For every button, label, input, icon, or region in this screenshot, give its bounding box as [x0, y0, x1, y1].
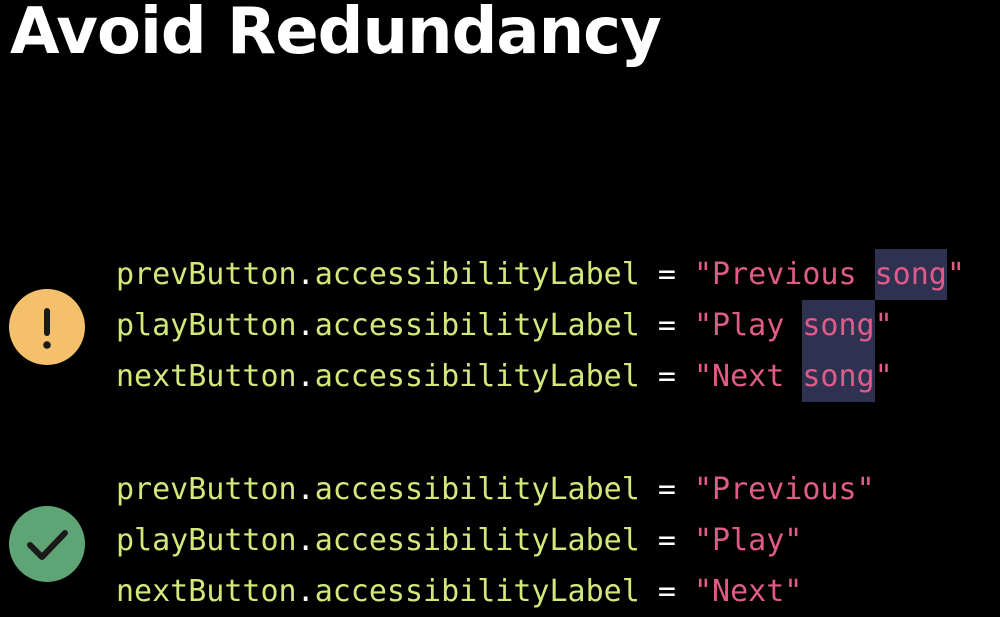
- code-object: prevButton: [116, 472, 297, 507]
- code-string: "Play": [693, 523, 803, 558]
- checkmark-icon: [9, 506, 85, 582]
- slide-title: Avoid Redundancy: [10, 0, 662, 69]
- redundant-word-highlight: song: [802, 351, 875, 402]
- code-property: accessibilityLabel: [314, 257, 640, 292]
- code-dot: .: [296, 472, 315, 507]
- code-dot: .: [296, 574, 315, 609]
- code-dot: .: [296, 257, 315, 292]
- code-dot: .: [296, 308, 315, 343]
- code-property: accessibilityLabel: [314, 523, 640, 558]
- code-string: "Previous": [693, 472, 875, 507]
- code-operator: =: [657, 472, 676, 507]
- code-object: prevButton: [116, 257, 297, 292]
- code-operator: =: [657, 523, 676, 558]
- code-string: "Play: [693, 308, 803, 343]
- code-object: playButton: [116, 308, 297, 343]
- code-string: "Previous: [693, 257, 875, 292]
- exclamation-glyph: [43, 308, 51, 349]
- redundant-word-highlight: song: [802, 300, 875, 351]
- concise-code-example: prevButton.accessibilityLabel = "Previou…: [116, 464, 875, 617]
- code-line: nextButton.accessibilityLabel = "Next": [116, 566, 875, 617]
- redundant-word-highlight: song: [874, 249, 947, 300]
- code-operator: =: [657, 308, 676, 343]
- code-line: prevButton.accessibilityLabel = "Previou…: [116, 464, 875, 515]
- code-string-end: ": [946, 257, 965, 292]
- code-operator: =: [657, 257, 676, 292]
- code-operator: =: [657, 359, 676, 394]
- code-operator: =: [657, 574, 676, 609]
- code-line: playButton.accessibilityLabel = "Play so…: [116, 300, 965, 351]
- code-property: accessibilityLabel: [314, 308, 640, 343]
- code-line: prevButton.accessibilityLabel = "Previou…: [116, 249, 965, 300]
- code-dot: .: [296, 523, 315, 558]
- code-string: "Next: [693, 359, 803, 394]
- code-line: nextButton.accessibilityLabel = "Next so…: [116, 351, 965, 402]
- code-object: nextButton: [116, 574, 297, 609]
- exclamation-icon: [9, 289, 85, 365]
- redundant-code-example: prevButton.accessibilityLabel = "Previou…: [116, 249, 965, 402]
- checkmark-glyph: [27, 530, 68, 560]
- code-string: "Next": [693, 574, 803, 609]
- code-property: accessibilityLabel: [314, 359, 640, 394]
- code-object: nextButton: [116, 359, 297, 394]
- code-object: playButton: [116, 523, 297, 558]
- code-string-end: ": [874, 359, 893, 394]
- code-property: accessibilityLabel: [314, 574, 640, 609]
- code-string-end: ": [874, 308, 893, 343]
- code-line: playButton.accessibilityLabel = "Play": [116, 515, 875, 566]
- code-property: accessibilityLabel: [314, 472, 640, 507]
- code-dot: .: [296, 359, 315, 394]
